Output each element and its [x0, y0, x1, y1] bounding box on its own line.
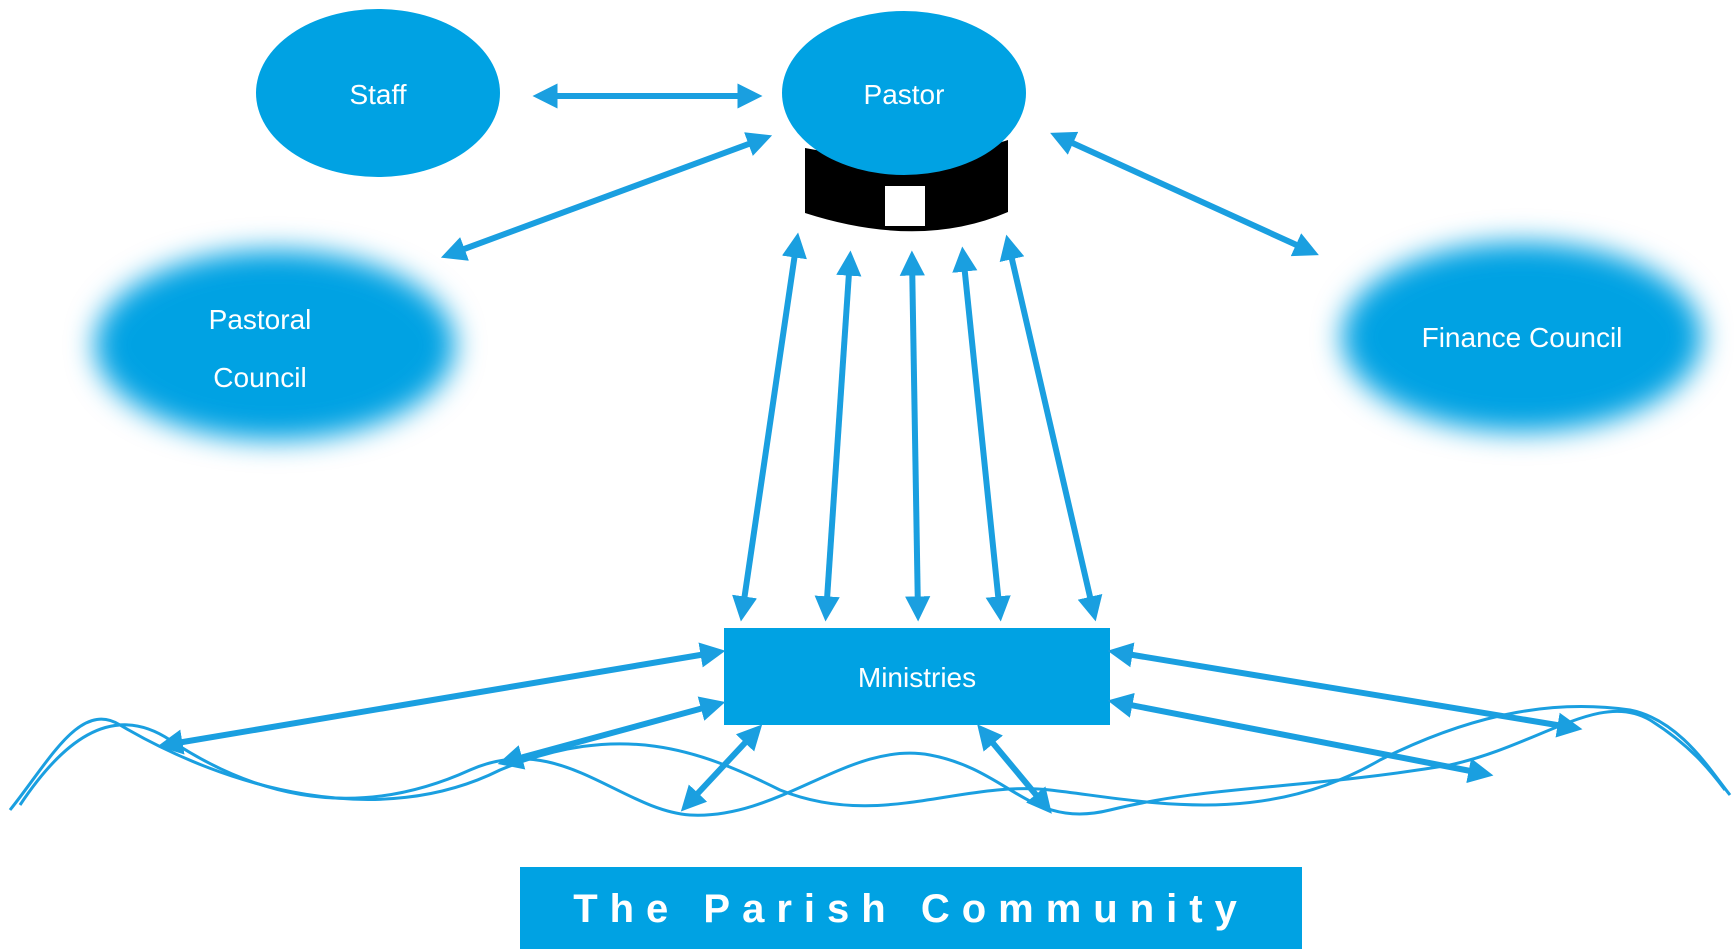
- arrow-pastor-ministries-3: [899, 250, 931, 622]
- parish-community-title: The Parish Community: [573, 887, 1249, 931]
- finance-council-node: [1342, 242, 1702, 432]
- collar-tab: [885, 186, 925, 226]
- arrow-ministries-community-left-1: [157, 642, 726, 755]
- connection-arrows: [157, 83, 1583, 814]
- staff-label: Staff: [349, 79, 406, 110]
- pastor-node: [782, 11, 1026, 175]
- pastoral-council-label-line1: Pastoral: [209, 304, 312, 335]
- staff-node: [256, 9, 500, 177]
- parish-community-banner: [520, 867, 1302, 949]
- arrow-ministries-community-right-1: [977, 724, 1052, 814]
- arrow-pastor-ministries-4: [952, 246, 1011, 622]
- arrow-pastor-ministries-1: [732, 232, 807, 622]
- arrow-pastor-finance-council: [1050, 131, 1319, 257]
- arrow-ministries-community-right-3: [1107, 642, 1583, 738]
- ministries-node: [724, 628, 1110, 725]
- pastoral-council-label-line2: Council: [213, 362, 306, 393]
- pastor-label: Pastor: [864, 79, 945, 110]
- arrow-pastor-pastoral-council: [440, 132, 773, 261]
- finance-council-label: Finance Council: [1422, 322, 1623, 353]
- arrow-ministries-community-left-3: [680, 724, 763, 812]
- arrow-pastor-ministries-2: [814, 250, 862, 622]
- pastoral-council-node: [95, 250, 455, 440]
- arrow-ministries-community-left-2: [497, 696, 726, 770]
- ministries-label: Ministries: [858, 662, 976, 693]
- arrow-pastor-ministries-5: [999, 234, 1103, 622]
